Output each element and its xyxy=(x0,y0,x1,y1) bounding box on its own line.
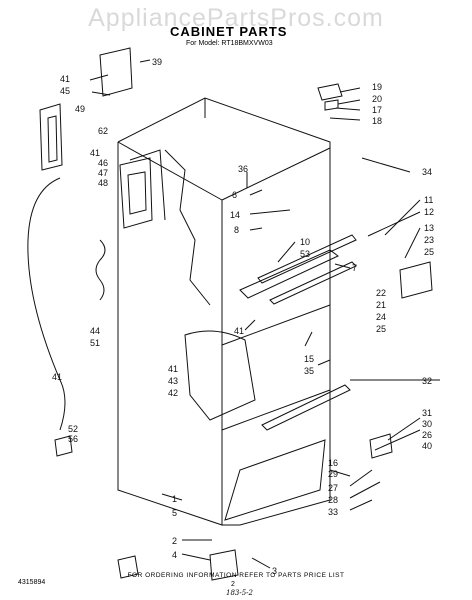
callout-45: 45 xyxy=(60,86,70,96)
callout-52: 52 xyxy=(68,424,78,434)
callout-53: 53 xyxy=(300,249,310,259)
callout-33: 33 xyxy=(328,507,338,517)
callout-2: 2 xyxy=(172,536,177,546)
callout-20: 20 xyxy=(372,94,382,104)
callout-49: 49 xyxy=(75,104,85,114)
callout-24: 24 xyxy=(376,312,386,322)
callout-14: 14 xyxy=(230,210,240,220)
center-hinge xyxy=(399,261,433,299)
callout-25b: 25 xyxy=(376,324,386,334)
callout-12: 12 xyxy=(424,207,434,217)
callout-62: 62 xyxy=(98,126,108,136)
callout-7: 7 xyxy=(352,263,357,273)
page-number: 2 xyxy=(231,581,235,588)
callout-15: 15 xyxy=(304,354,314,364)
ordering-footnote: FOR ORDERING INFORMATION REFER TO PARTS … xyxy=(127,572,345,579)
cover-plate xyxy=(39,103,63,171)
callout-41: 41 xyxy=(60,74,70,84)
roller-assembly xyxy=(209,549,239,581)
control-box xyxy=(99,47,133,97)
callout-36: 36 xyxy=(238,164,248,174)
callout-42: 42 xyxy=(168,388,178,398)
callout-3: 3 xyxy=(272,566,277,576)
callout-47: 47 xyxy=(98,168,108,178)
callout-34: 34 xyxy=(422,167,432,177)
callout-8: 8 xyxy=(234,225,239,235)
callout-18: 18 xyxy=(372,116,382,126)
watermark: AppliancePartsPros.com xyxy=(88,4,384,32)
callout-1: 1 xyxy=(172,494,177,504)
callout-6: 6 xyxy=(232,190,237,200)
callout-35: 35 xyxy=(304,366,314,376)
part-number: 4315894 xyxy=(18,579,46,586)
callout-32: 32 xyxy=(422,376,432,386)
callout-31: 31 xyxy=(422,408,432,418)
evaporator-cover xyxy=(184,330,256,421)
cabinet-left-side xyxy=(117,142,223,526)
callout-48: 48 xyxy=(98,178,108,188)
callout-46: 46 xyxy=(98,158,108,168)
callout-19: 19 xyxy=(372,82,382,92)
callout-40: 40 xyxy=(422,441,432,451)
cabinet-top-edge xyxy=(117,97,331,366)
callout-41e: 41 xyxy=(168,364,178,374)
callout-5: 5 xyxy=(172,508,177,518)
callout-25: 25 xyxy=(424,247,434,257)
model-label: For Model: RT18BMXVW03 xyxy=(186,40,273,47)
callout-23: 23 xyxy=(424,235,434,245)
callout-43: 43 xyxy=(168,376,178,386)
callout-44: 44 xyxy=(90,326,100,336)
callout-41c: 41 xyxy=(52,372,62,382)
callout-4: 4 xyxy=(172,550,177,560)
callout-41b: 41 xyxy=(90,148,100,158)
callout-22: 22 xyxy=(376,288,386,298)
callout-13: 13 xyxy=(424,223,434,233)
leveling-leg-left xyxy=(117,555,139,579)
top-hinge xyxy=(317,83,343,101)
callout-56: 56 xyxy=(68,434,78,444)
callout-41d: 41 xyxy=(234,326,244,336)
callout-30: 30 xyxy=(422,419,432,429)
handwritten-code: 183-5-2 xyxy=(226,589,253,597)
callout-labels: 39 41 45 49 62 41 46 47 48 44 51 41 52 5… xyxy=(52,57,434,576)
callout-28: 28 xyxy=(328,495,338,505)
callout-17: 17 xyxy=(372,105,382,115)
callout-26: 26 xyxy=(422,430,432,440)
bottom-hinge xyxy=(369,433,393,459)
callout-11: 11 xyxy=(424,195,433,205)
callout-39: 39 xyxy=(152,57,162,67)
divider-mullion xyxy=(239,249,339,299)
callout-27: 27 xyxy=(328,483,338,493)
callout-16: 16 xyxy=(328,458,338,468)
callout-51: 51 xyxy=(90,338,100,348)
callout-21: 21 xyxy=(376,300,386,310)
callout-10: 10 xyxy=(300,237,310,247)
callout-29: 29 xyxy=(328,469,338,479)
page-title: CABINET PARTS xyxy=(170,24,288,39)
power-cord xyxy=(27,177,66,431)
